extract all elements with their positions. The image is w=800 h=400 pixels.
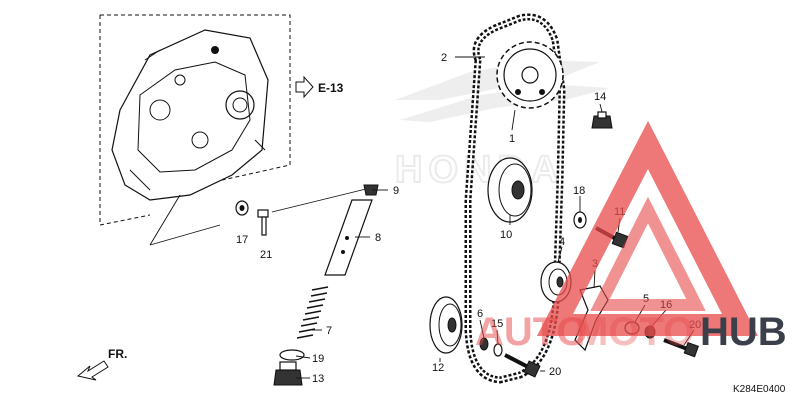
callout-12: 12 (432, 362, 444, 374)
callout-4: 4 (559, 236, 565, 248)
front-indicator: FR. (76, 347, 127, 381)
automotohub-watermark: AUTO MOTO HUB (475, 120, 787, 354)
callout-7: 7 (326, 325, 332, 337)
callout-2: 2 (441, 52, 447, 64)
spring-7 (296, 286, 329, 339)
callout-10: 10 (500, 229, 512, 241)
roller-12 (429, 296, 463, 354)
callout-13: 13 (312, 373, 324, 385)
callout-14: 14 (594, 91, 606, 103)
ref-label: E-13 (318, 81, 344, 95)
callout-1: 1 (509, 133, 515, 145)
bolt-20-right (663, 338, 699, 358)
watermark-hub: HUB (700, 310, 787, 354)
tensioner-assembly (273, 184, 379, 386)
front-label: FR. (108, 347, 127, 361)
cam-sprocket-1 (496, 41, 564, 109)
crankcase (111, 29, 269, 201)
callout-6: 6 (477, 308, 483, 320)
watermark-triangle-icon (536, 120, 758, 336)
callout-15: 15 (491, 318, 503, 330)
watermark-moto: MOTO (575, 310, 694, 354)
callout-8: 8 (375, 232, 381, 244)
cap-9 (363, 184, 379, 196)
callout-21: 21 (260, 249, 272, 261)
washer-17 (235, 200, 249, 216)
callout-18: 18 (573, 185, 585, 197)
oring-19 (279, 349, 305, 361)
callout-17: 17 (236, 234, 248, 246)
bolt-21 (257, 209, 269, 236)
guide-roller-10 (487, 157, 533, 223)
bolt-20-lower (504, 353, 541, 378)
watermark-auto: AUTO (475, 310, 588, 354)
honda-ghost-text: HONDA (395, 149, 564, 191)
callout-19: 19 (312, 353, 324, 365)
bolt-13 (273, 369, 303, 386)
ref-arrow-icon (295, 75, 314, 99)
callout-20-lower: 20 (549, 366, 561, 378)
callout-9: 9 (393, 185, 399, 197)
drawing-code: K284E0400 (733, 384, 786, 395)
front-arrow-icon (76, 360, 109, 381)
crankcase-group: E-13 (99, 14, 371, 246)
cam-chain-assembly (429, 13, 566, 384)
